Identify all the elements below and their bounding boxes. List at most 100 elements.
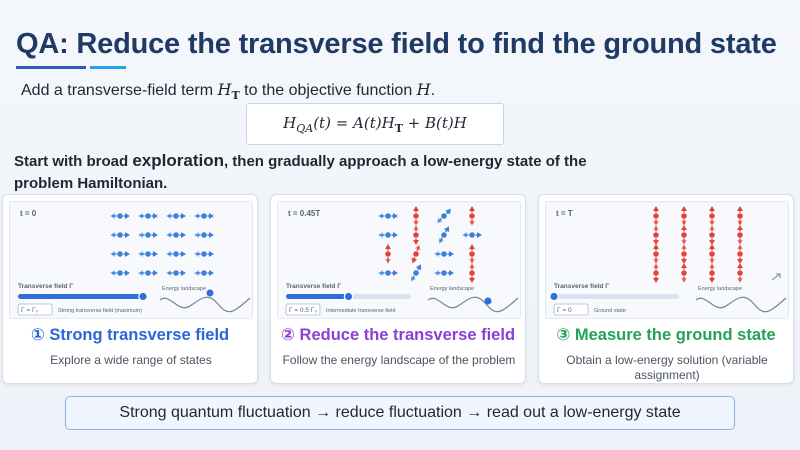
lead-text: Start with broad exploration, then gradu… <box>14 150 614 195</box>
spin-head <box>681 206 687 211</box>
formula: HQA(t) = A(t)HT + B(t)H <box>283 113 467 135</box>
spin-tail <box>438 237 445 244</box>
spin-site <box>412 269 420 277</box>
spin-arrow <box>680 225 688 245</box>
landscape-label: Energy landscape <box>430 286 474 292</box>
spin-head <box>393 270 398 276</box>
spin-arrow <box>436 208 452 224</box>
spin-head <box>209 251 214 257</box>
spin-tail <box>653 225 659 230</box>
spin-head <box>653 206 659 211</box>
spin-site <box>116 250 124 258</box>
spin-site <box>736 250 744 258</box>
spin-arrow <box>708 206 716 226</box>
spin-head <box>737 206 743 211</box>
spin-site <box>708 231 716 239</box>
spin-head <box>681 225 687 230</box>
spin-tail <box>138 232 143 238</box>
spin-site <box>412 231 420 239</box>
lead-part: Start with broad <box>14 153 133 170</box>
spin-arrow <box>412 206 420 226</box>
spin-site <box>468 212 476 220</box>
spin-arrow <box>652 244 660 264</box>
spin-tail <box>194 232 199 238</box>
spin-arrow <box>138 231 158 239</box>
spin-head <box>413 240 419 245</box>
spin-site <box>172 212 180 220</box>
spin-head <box>181 251 186 257</box>
field-label: Transverse field Γ <box>18 283 73 290</box>
spin-arrow <box>468 244 476 264</box>
spin-site <box>384 231 392 239</box>
spin-arrow <box>708 225 716 245</box>
spin-arrow <box>412 225 420 245</box>
time-label: t = 0 <box>20 209 37 218</box>
spin-arrow <box>680 244 688 264</box>
spin-head <box>181 213 186 219</box>
spin-site <box>736 231 744 239</box>
spin-tail <box>469 259 475 264</box>
spin-site <box>652 250 660 258</box>
spin-head <box>653 278 659 283</box>
slider-fill <box>286 294 349 299</box>
subtitle-term: H <box>217 80 232 99</box>
spin-site <box>172 269 180 277</box>
spin-arrow <box>736 244 744 264</box>
slider-thumb <box>343 291 354 302</box>
spin-head <box>445 208 452 215</box>
spin-tail <box>410 275 417 282</box>
title-underline <box>16 66 126 69</box>
spin-head <box>181 270 186 276</box>
spin-head <box>469 206 475 211</box>
spin-site <box>200 250 208 258</box>
spin-arrow <box>378 231 398 239</box>
spin-head <box>209 232 214 238</box>
spin-arrow <box>462 231 482 239</box>
spin-head <box>153 270 158 276</box>
spin-arrow <box>166 212 186 220</box>
spin-head <box>681 259 687 264</box>
gamma-box <box>553 303 589 316</box>
spin-head <box>653 244 659 249</box>
spin-site <box>172 250 180 258</box>
spin-tail <box>681 244 687 249</box>
spin-arrow <box>468 206 476 226</box>
spin-head <box>385 244 391 249</box>
spin-head <box>469 244 475 249</box>
spin-tail <box>653 221 659 226</box>
formula-box: HQA(t) = A(t)HT + B(t)H <box>246 103 504 145</box>
spin-arrow <box>110 231 130 239</box>
spin-arrow <box>468 263 476 283</box>
spin-head <box>449 251 454 257</box>
spin-head <box>709 278 715 283</box>
spin-arrow <box>384 244 392 264</box>
title-underline-segment <box>90 66 126 69</box>
spin-arrow <box>736 206 744 226</box>
spin-site <box>172 231 180 239</box>
energy-curve <box>159 296 251 313</box>
spin-tail <box>469 221 475 226</box>
slider-caption: Strong transverse field (maximum) <box>58 308 142 314</box>
spin-arrow <box>138 269 158 277</box>
slider-track <box>554 294 679 299</box>
spin-arrow <box>434 250 454 258</box>
spin-site <box>652 231 660 239</box>
spin-arrow <box>680 263 688 283</box>
spin-head <box>477 232 482 238</box>
spin-site <box>468 231 476 239</box>
spin-site <box>200 231 208 239</box>
spin-site <box>384 269 392 277</box>
spin-head <box>153 251 158 257</box>
spin-tail <box>709 259 715 264</box>
spin-arrow <box>410 264 422 282</box>
spin-tail <box>414 244 421 251</box>
spin-tail <box>378 232 383 238</box>
spin-tail <box>110 213 115 219</box>
spin-head <box>653 240 659 245</box>
spin-arrow <box>194 212 214 220</box>
energy-ball <box>206 289 214 297</box>
gamma-box <box>17 303 53 316</box>
